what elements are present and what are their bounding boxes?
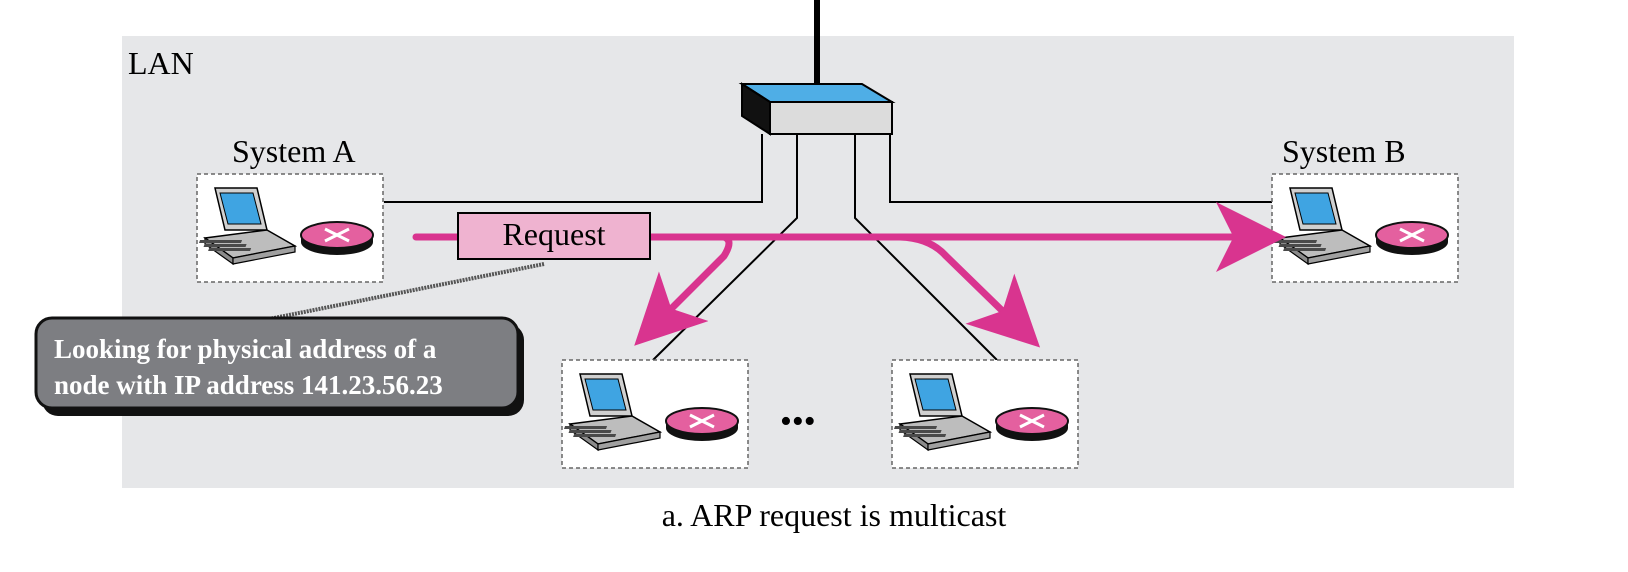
laptop-icon	[562, 360, 748, 468]
system-a-host	[197, 174, 383, 282]
figure-caption: a. ARP request is multicast	[662, 497, 1007, 533]
host-bottom-right	[892, 360, 1078, 468]
system-b-host	[1272, 174, 1458, 282]
multicast-arrows	[412, 202, 1286, 348]
switch-icon	[738, 82, 896, 136]
ellipsis: •••	[780, 403, 816, 440]
system-a-label: System A	[232, 133, 356, 169]
callout-line-1: Looking for physical address of a	[54, 334, 437, 364]
callout-bubble: Looking for physical address of a node w…	[34, 316, 524, 416]
request-packet: Request	[457, 212, 651, 260]
lan-label: LAN	[128, 45, 194, 81]
system-b-label: System B	[1282, 133, 1406, 169]
callout-line-2: node with IP address 141.23.56.23	[54, 370, 443, 400]
laptop-icon	[892, 360, 1078, 468]
request-label: Request	[502, 216, 605, 252]
network-cables	[384, 134, 1272, 361]
laptop-icon	[197, 174, 383, 282]
laptop-icon	[1272, 174, 1458, 282]
host-bottom-left	[562, 360, 748, 468]
